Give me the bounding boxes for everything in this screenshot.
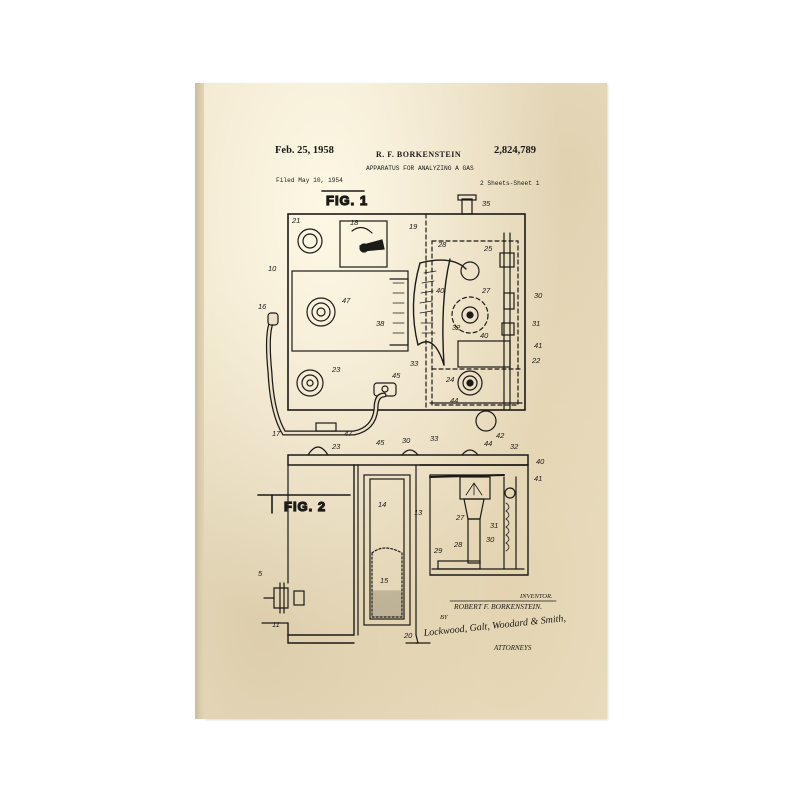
ref-label: 32 xyxy=(452,323,461,332)
ref-label: 22 xyxy=(531,356,541,365)
patent-canvas: Feb. 25, 1958 R. F. BORKENSTEIN 2,824,78… xyxy=(204,83,607,719)
patent-date: Feb. 25, 1958 xyxy=(275,145,334,156)
ref-label: 41 xyxy=(534,341,542,350)
ref-label: 41 xyxy=(534,474,542,483)
ref-label: 28 xyxy=(437,240,447,249)
patent-number: 2,824,789 xyxy=(494,145,536,156)
ref-label: 42 xyxy=(496,431,505,440)
fig1-label: FIG. 1 xyxy=(326,193,368,208)
filed-date: Filed May 10, 1954 xyxy=(276,177,343,184)
ref-label: 47 xyxy=(342,296,351,305)
inventor-header: R. F. BORKENSTEIN xyxy=(376,150,462,159)
ref-label: 30 xyxy=(534,291,543,300)
ref-label: 17 xyxy=(272,429,281,438)
ref-label: 40 xyxy=(536,457,545,466)
ref-label: 30 xyxy=(402,436,411,445)
by-label: BY xyxy=(440,614,449,621)
ref-label: 35 xyxy=(482,199,491,208)
ref-label: 33 xyxy=(410,359,419,368)
inventor-full-name: ROBERT F. BORKENSTEIN. xyxy=(453,602,542,611)
ref-label: 15 xyxy=(380,576,389,585)
ref-label: 47 xyxy=(344,429,353,438)
ref-label: 20 xyxy=(403,631,413,640)
ref-label: 18 xyxy=(350,218,359,227)
attorneys-label: ATTORNEYS xyxy=(493,644,532,652)
ref-label: 25 xyxy=(483,244,493,253)
fig1-housing xyxy=(265,194,526,436)
ref-label: 5 xyxy=(258,569,263,578)
ref-label: 45 xyxy=(392,371,401,380)
fig2-reference-numbers: 45 30 33 44 32 40 23 41 14 13 27 31 30 2… xyxy=(258,434,545,640)
patent-title: APPARATUS FOR ANALYZING A GAS xyxy=(366,165,474,172)
signature-block: INVENTOR. ROBERT F. BORKENSTEIN. BY Lock… xyxy=(422,593,566,652)
ref-label: 40 xyxy=(480,331,489,340)
ref-label: 23 xyxy=(331,365,341,374)
ref-label: 23 xyxy=(331,442,341,451)
ref-label: 14 xyxy=(378,500,386,509)
ref-label: 19 xyxy=(409,222,418,231)
fig1-reference-numbers: 35 21 18 19 10 25 28 47 40 27 30 16 38 3… xyxy=(258,199,543,440)
ref-label: 33 xyxy=(430,434,439,443)
patent-drawing: FIG. 1 xyxy=(257,190,566,652)
sheet-count: 2 Sheets-Sheet 1 xyxy=(480,180,540,187)
ref-label: 30 xyxy=(486,535,495,544)
ref-label: 44 xyxy=(450,396,458,405)
inventor-heading: INVENTOR. xyxy=(519,593,553,600)
ref-label: 31 xyxy=(490,521,498,530)
ref-label: 16 xyxy=(258,302,267,311)
ref-label: 24 xyxy=(445,375,454,384)
ref-label: 29 xyxy=(433,546,443,555)
ref-label: 45 xyxy=(376,438,385,447)
ref-label: 21 xyxy=(291,216,300,225)
canvas-side-edge xyxy=(195,83,204,719)
ref-label: 31 xyxy=(532,319,540,328)
ref-label: 32 xyxy=(510,442,519,451)
ref-label: 11 xyxy=(272,620,280,629)
ref-label: 38 xyxy=(376,319,385,328)
fig2-label: FIG. 2 xyxy=(284,499,326,514)
ref-label: 13 xyxy=(414,508,423,517)
ref-label: 10 xyxy=(268,264,277,273)
ref-label: 44 xyxy=(484,439,492,448)
fig2-cross-section xyxy=(261,422,529,644)
ref-label: 28 xyxy=(453,540,463,549)
ref-label: 40 xyxy=(436,286,445,295)
ref-label: 27 xyxy=(481,286,491,295)
ref-label: 27 xyxy=(455,513,465,522)
